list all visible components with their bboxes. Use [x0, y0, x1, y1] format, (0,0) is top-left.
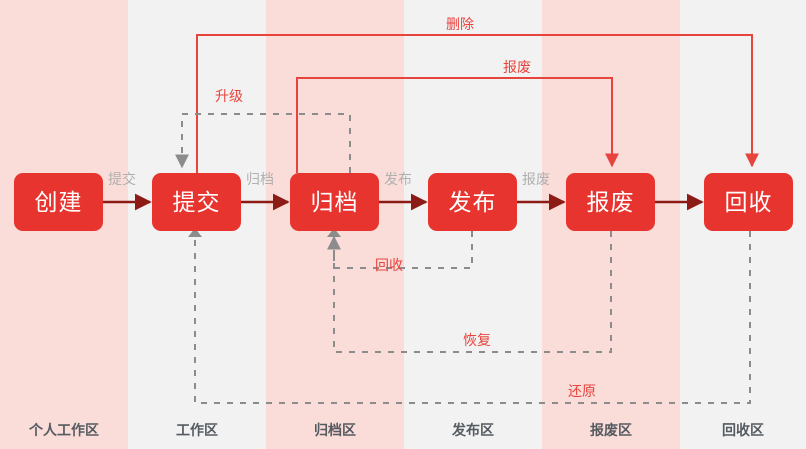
- route-label-restore: 恢复: [463, 332, 491, 348]
- route-label-recycle: 回收: [375, 257, 403, 273]
- node-submit[interactable]: 提交: [152, 173, 241, 231]
- route-label-scrap: 报废: [503, 59, 531, 75]
- node-submit-label: 提交: [172, 188, 221, 215]
- route-line-scrap: [296, 77, 619, 173]
- step-label-publish: 发布: [384, 171, 412, 187]
- node-archive-label: 归档: [310, 188, 359, 215]
- route-label-delete: 删除: [446, 16, 474, 32]
- route-line-revert: [194, 231, 751, 404]
- route-line-restore: [333, 231, 612, 353]
- node-publish[interactable]: 发布: [428, 173, 517, 231]
- step-label-archive: 归档: [246, 171, 274, 187]
- zone-caption-personal: 个人工作区: [29, 422, 99, 438]
- node-scrap[interactable]: 报废: [566, 173, 655, 231]
- node-scrap-label: 报废: [586, 188, 635, 215]
- node-recycle[interactable]: 回收: [704, 173, 793, 231]
- route-line-upgrade: [175, 113, 351, 173]
- route-line-recycle: [327, 231, 473, 269]
- zone-caption-work: 工作区: [176, 422, 218, 438]
- zone-caption-archive: 归档区: [314, 422, 356, 438]
- route-label-upgrade: 升级: [215, 88, 243, 104]
- zone-caption-recycle: 回收区: [722, 422, 764, 438]
- zone-caption-scrap: 报废区: [590, 422, 632, 438]
- node-publish-label: 发布: [448, 188, 497, 215]
- node-recycle-label: 回收: [724, 188, 773, 215]
- route-label-revert: 还原: [568, 383, 596, 399]
- arrowhead-into-submit-bottom: [188, 228, 202, 237]
- route-line-delete: [196, 34, 759, 173]
- node-archive[interactable]: 归档: [290, 173, 379, 231]
- step-label-submit: 提交: [108, 171, 136, 187]
- node-create[interactable]: 创建: [14, 173, 103, 231]
- arrowhead-into-archive-bottom: [327, 228, 341, 237]
- node-create-label: 创建: [34, 188, 83, 215]
- step-label-scrap: 报废: [522, 171, 550, 187]
- zone-caption-publish: 发布区: [452, 422, 494, 438]
